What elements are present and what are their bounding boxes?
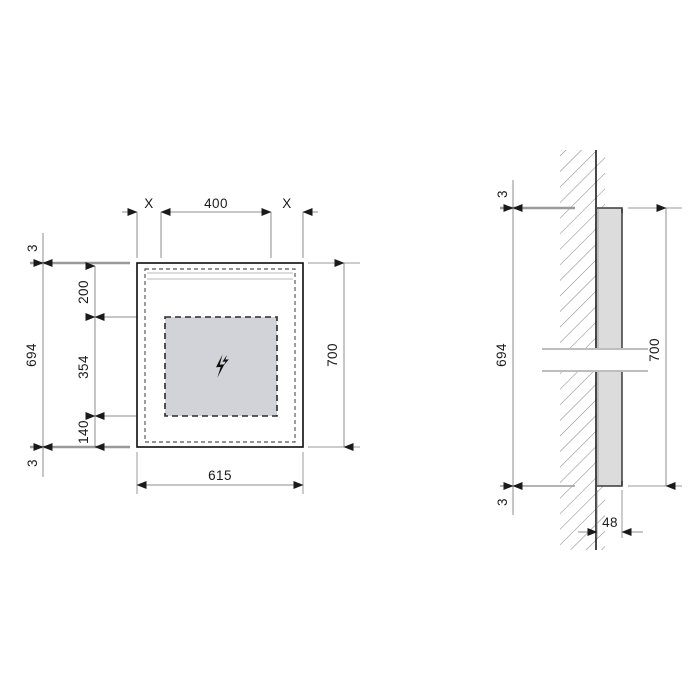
dimension-694-section: 694 bbox=[494, 204, 523, 490]
dimension-label-700-front: 700 bbox=[325, 343, 340, 367]
dimension-label-700-section: 700 bbox=[647, 338, 662, 362]
dimension-x-left: X bbox=[122, 196, 153, 216]
lightning-bolt-icon bbox=[216, 354, 229, 378]
dimension-label-200: 200 bbox=[76, 280, 91, 304]
dimension-3-bottom-front: 3 bbox=[25, 443, 44, 477]
dimension-3-top-front: 3 bbox=[25, 233, 53, 267]
dimension-label-354: 354 bbox=[76, 355, 91, 379]
front-top-dimension-chain: X 400 X bbox=[122, 196, 318, 258]
dimension-label-615: 615 bbox=[208, 468, 232, 483]
dimension-label-3-top-section: 3 bbox=[495, 190, 510, 198]
dimension-label-3-top-front: 3 bbox=[25, 244, 40, 252]
dimension-3-top-section: 3 bbox=[495, 180, 523, 212]
front-left-dimension-chain: 3 694 3 bbox=[24, 233, 130, 477]
dimension-694-front: 694 bbox=[24, 259, 53, 451]
dimension-140: 140 bbox=[76, 412, 105, 451]
section-panel bbox=[597, 207, 623, 487]
dimension-label-400: 400 bbox=[204, 196, 228, 211]
front-bottom-dimension-615: 615 bbox=[136, 452, 304, 494]
break-gap bbox=[540, 348, 650, 372]
dimension-label-x-left: X bbox=[144, 196, 153, 211]
front-right-dimension-700: 700 bbox=[308, 259, 360, 451]
section-left-dimension-chain: 3 694 3 bbox=[494, 180, 575, 515]
section-bottom-dimension-48: 48 bbox=[578, 490, 643, 538]
dimension-label-694-section: 694 bbox=[494, 343, 509, 367]
dimension-label-3-bottom-front: 3 bbox=[25, 459, 40, 467]
dimension-200: 200 bbox=[76, 262, 105, 321]
dimension-x-right: X bbox=[282, 196, 318, 216]
section-right-dimension-700: 700 bbox=[628, 204, 682, 490]
dimension-3-bottom-section: 3 bbox=[495, 482, 514, 515]
dimension-label-140: 140 bbox=[76, 420, 91, 444]
front-panel-body bbox=[136, 262, 304, 448]
wall-section-view: 3 694 3 700 48 bbox=[494, 150, 682, 550]
dimension-label-694-front: 694 bbox=[24, 343, 39, 367]
dimension-400: 400 bbox=[160, 196, 272, 216]
dimension-label-x-right: X bbox=[282, 196, 291, 211]
front-elevation-view: X 400 X 3 bbox=[24, 196, 360, 494]
dimension-label-48: 48 bbox=[602, 515, 618, 530]
front-inner-dimension-chain: 200 354 140 bbox=[76, 262, 140, 451]
dimension-354: 354 bbox=[76, 313, 105, 420]
dimension-label-3-bottom-section: 3 bbox=[495, 498, 510, 506]
